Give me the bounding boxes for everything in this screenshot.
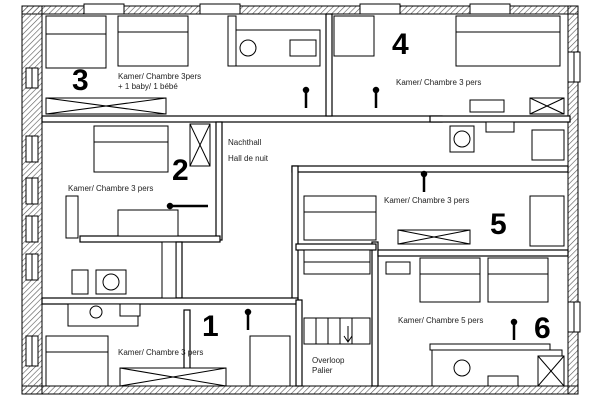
room-label-3-line2: + 1 baby/ 1 bébé — [118, 82, 178, 91]
room-6-furniture — [385, 257, 565, 387]
door-markers — [166, 86, 518, 340]
room-label-1: Kamer/ Chambre 3 pers — [118, 348, 204, 357]
room-number-2: 2 — [172, 154, 189, 187]
room-label-5: Kamer/ Chambre 3 pers — [384, 196, 470, 205]
room-number-1: 1 — [202, 310, 219, 343]
landing-label-line1: Overloop — [312, 356, 345, 365]
hall-label-line1: Nachthall — [228, 138, 262, 147]
windows-left — [25, 67, 39, 367]
staircase — [303, 249, 371, 345]
interior-walls — [41, 13, 571, 387]
windows-right — [567, 51, 581, 333]
bathroom-left-fixtures — [71, 241, 177, 299]
hall-label-line2: Hall de nuit — [228, 154, 269, 163]
room-label-6: Kamer/ Chambre 5 pers — [398, 316, 484, 325]
room-4-furniture — [333, 15, 565, 115]
room-label-2: Kamer/ Chambre 3 pers — [68, 184, 154, 193]
room-label-3-line1: Kamer/ Chambre 3pers — [118, 72, 202, 81]
room-2-furniture — [65, 123, 211, 239]
landing-label-line2: Palier — [312, 366, 333, 375]
room-5-furniture — [303, 121, 565, 247]
room-number-6: 6 — [534, 312, 551, 345]
room-1-furniture — [45, 303, 291, 387]
room-number-3: 3 — [72, 64, 89, 97]
room-number-5: 5 — [490, 208, 507, 241]
room-label-4: Kamer/ Chambre 3 pers — [396, 78, 482, 87]
room-3-furniture — [45, 15, 321, 115]
room-number-4: 4 — [392, 28, 409, 61]
windows-top — [83, 3, 511, 15]
